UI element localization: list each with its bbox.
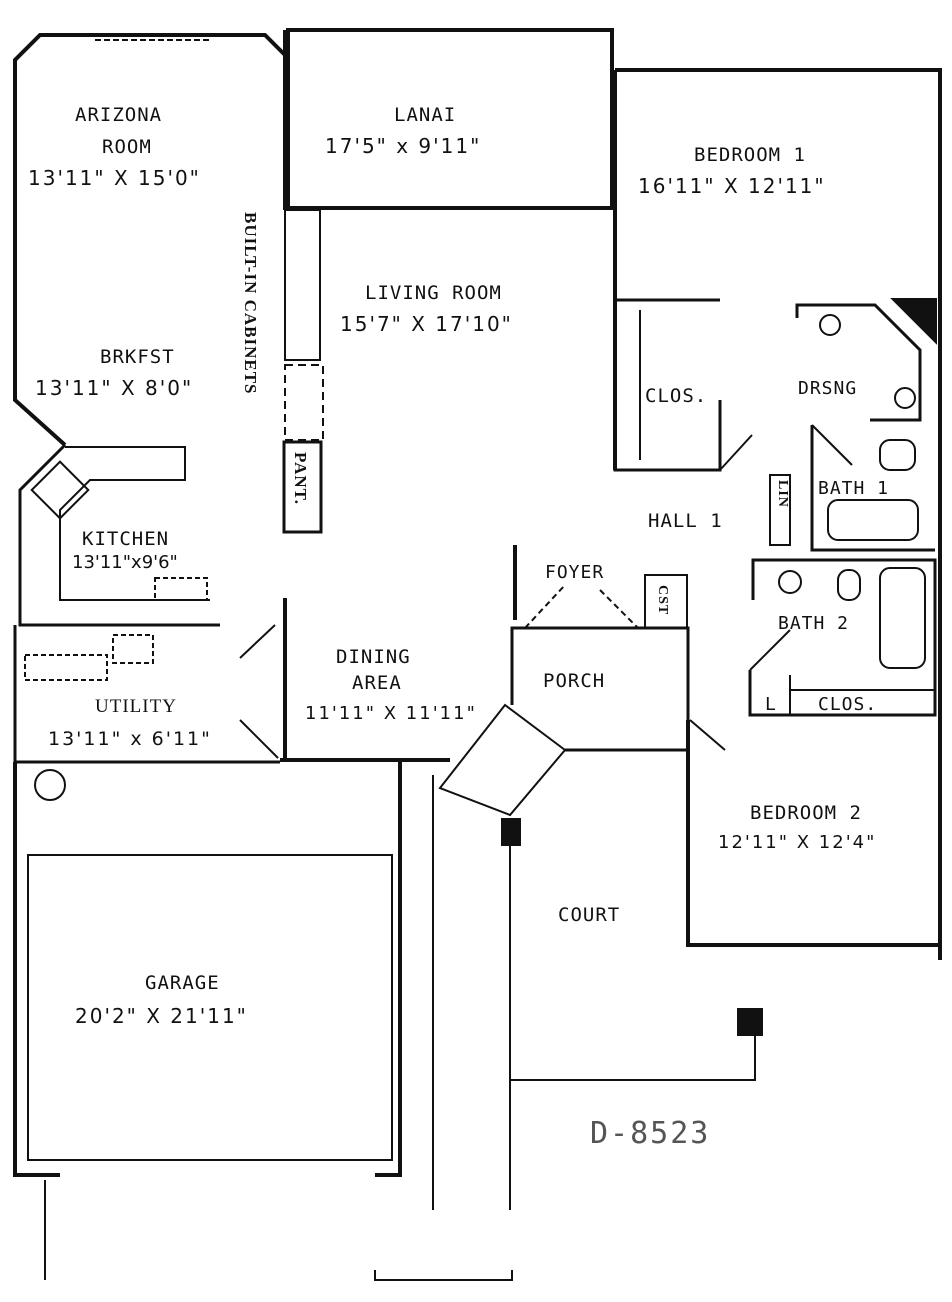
closet1-label: CLOS. [645,385,708,407]
dressing-counter [795,303,922,422]
foyer-label: FOYER [545,562,605,583]
bedroom1-label: BEDROOM 1 [694,144,806,166]
utility-label: UTILITY [95,696,177,717]
coat-closet-label: CST [655,585,670,616]
arizona-room-dims: 13'11" X 15'0" [28,166,201,190]
garage-door [27,854,393,1161]
living-room-label: LIVING ROOM [365,282,502,304]
living-room-dims: 15'7" X 17'10" [340,312,513,336]
kitchen-range [154,577,208,601]
closet1 [613,298,722,472]
bath1-tub [827,499,919,541]
bedroom2-dims: 12'11" X 12'4" [718,832,877,853]
arizona-room-label-2: ROOM [102,136,152,158]
lanai-dims: 17'5" x 9'11" [325,134,482,158]
pantry [282,440,323,534]
arizona-room-walls [13,33,287,447]
bedroom1-dims: 16'11" X 12'11" [638,174,826,198]
court-wall-south [510,1035,756,1081]
drsng-label: DRSNG [798,378,858,399]
porch-label: PORCH [543,670,606,692]
utility-dims: 13'11" x 6'11" [48,728,212,750]
built-in-cabinets-label: BUILT-IN CABINETS [241,212,260,395]
foyer-door-swing-2 [599,589,639,629]
kitchen-counter [59,446,210,601]
arizona-room-label: ARIZONA [75,104,163,126]
dressing-sink-2 [894,387,916,409]
dining-dims: 11'11" X 11'11" [305,703,477,724]
bedroom2-label: BEDROOM 2 [750,802,862,824]
plan-code: D-8523 [590,1116,711,1151]
court-post-2 [737,1008,763,1036]
bath2-label: BATH 2 [778,613,850,634]
bath2-tub [879,567,926,669]
garage-label: GARAGE [145,972,220,994]
dining-label: DINING [336,646,411,668]
dressing-sink-1 [819,314,841,336]
bath1-toilet [879,439,916,471]
court-label: COURT [558,904,621,926]
pantry-label: PANT. [291,452,310,506]
bedroom1-walls [615,68,942,960]
brkfst-label: BRKFST [100,346,175,368]
kitchen-label: KITCHEN [82,528,170,550]
bedroom2-door [689,719,726,751]
bath2-toilet [837,569,861,601]
linen-l-label: L [765,694,777,715]
water-heater [112,634,154,664]
linen-label: LIN [775,480,790,508]
utility-door-2 [239,719,279,759]
garage-walls [13,762,60,1177]
dimension-marker [374,1270,513,1281]
kitchen-dims: 13'11"x9'6" [72,552,178,573]
brkfst-dims: 13'11" X 8'0" [35,376,194,400]
bath1-walls [810,425,935,552]
foyer-door-swing [524,584,566,629]
water-softener [34,769,66,801]
closet2-label: CLOS. [818,694,878,715]
washer-dryer [24,654,108,681]
bath2-sink [778,570,802,594]
bath1-door [811,424,853,466]
lanai-label: LANAI [394,104,457,126]
coat-closet [644,574,688,629]
dressing-corner [890,298,937,345]
bath2-walls [748,558,937,717]
kitchen-sink [30,460,90,520]
utility-door [239,624,276,659]
built-in-cabinets [284,209,321,361]
bath1-label: BATH 1 [818,478,890,499]
cabinet-dashed [284,364,324,441]
bath2-door [749,629,791,671]
hall1-label: HALL 1 [648,510,723,532]
linen-closet [769,474,791,546]
kitchen-walls [18,443,220,627]
bedroom2-walls [686,720,940,947]
court-post-1 [501,818,521,846]
closet-door-swing [719,434,753,471]
lanai-walls [286,28,614,210]
dining-label-2: AREA [352,672,402,694]
garage-east-wall [375,762,402,1177]
garage-dims: 20'2" X 21'11" [75,1004,248,1028]
